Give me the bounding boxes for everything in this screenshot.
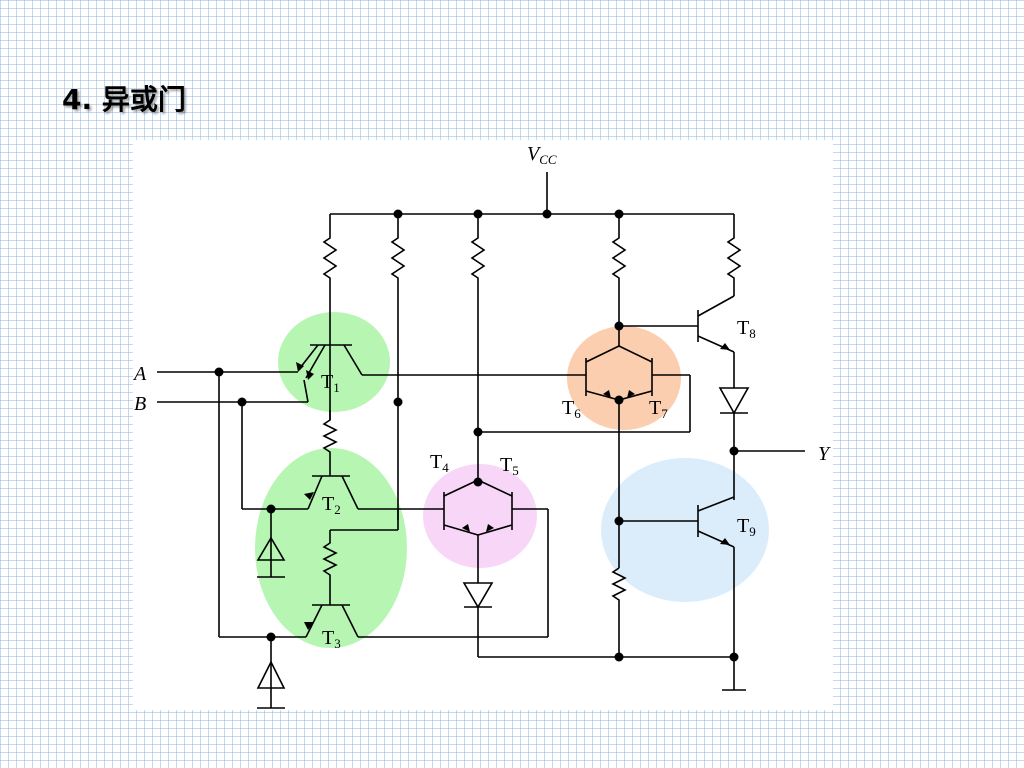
resistor-r5 — [726, 214, 742, 296]
emitter-arrows — [296, 343, 730, 630]
resistor-r3 — [470, 214, 486, 480]
highlight-t8-t9 — [601, 458, 769, 602]
wiring — [157, 172, 805, 709]
input-b-label: B — [134, 393, 146, 415]
diode-t4t5 — [462, 582, 494, 609]
label-t8: T8 — [737, 317, 756, 341]
junction-dots — [214, 209, 739, 662]
label-t5: T5 — [500, 454, 519, 478]
slide-title: 4. 异或门 — [62, 83, 186, 116]
diode-output — [718, 387, 750, 415]
label-t9: T9 — [737, 515, 756, 539]
input-a-label: A — [132, 363, 147, 385]
resistor-r1 — [322, 214, 338, 340]
resistor-r4 — [611, 214, 627, 346]
label-t1: T1 — [321, 371, 340, 395]
highlight-t6-t7 — [567, 326, 681, 430]
label-t7: T7 — [649, 397, 668, 421]
diode-symbols — [256, 387, 750, 689]
resistor-r2 — [390, 214, 406, 520]
label-t3: T3 — [322, 627, 341, 651]
diode-clamp-b — [256, 536, 286, 561]
highlight-t4-t5 — [423, 464, 537, 568]
highlight-t1 — [278, 312, 390, 412]
circuit-panel — [133, 140, 833, 710]
vcc-label: VCC — [527, 143, 557, 167]
highlight-t2-t3 — [255, 448, 407, 648]
label-t6: T6 — [562, 397, 581, 421]
label-t4: T4 — [430, 451, 449, 475]
output-y-label: Y — [818, 443, 831, 465]
diode-clamp-a — [256, 660, 286, 689]
label-t2: T2 — [322, 493, 341, 517]
